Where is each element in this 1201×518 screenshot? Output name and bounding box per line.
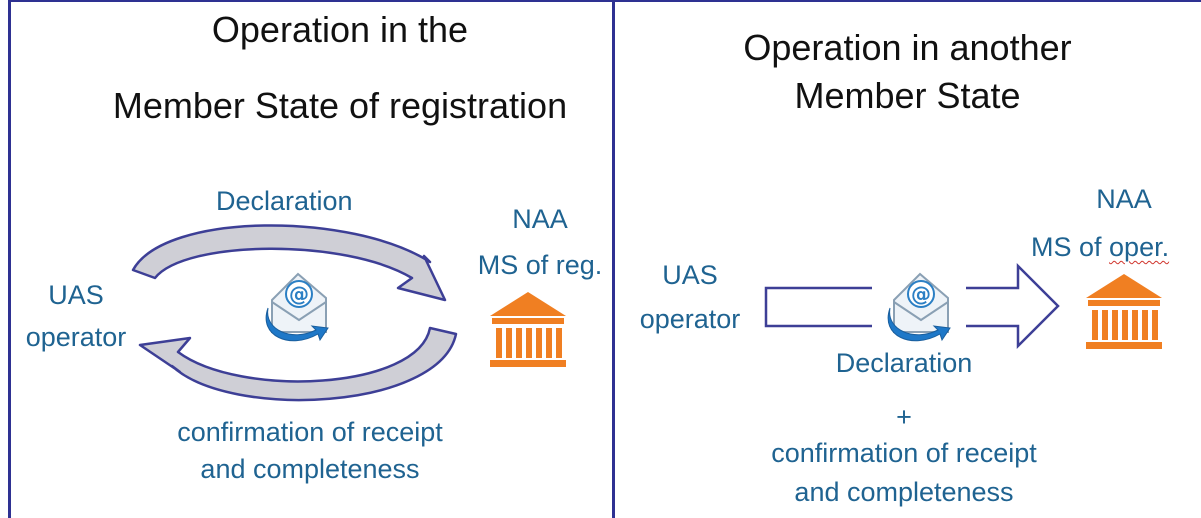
outgoing-bracket-line — [764, 286, 872, 328]
exchange-arrows: @ — [131, 224, 566, 402]
government-building-icon — [490, 292, 566, 367]
right-title-line2: Member State — [794, 75, 1021, 116]
right-plus-sign: + — [896, 402, 912, 432]
left-title-line2: Member State of registration — [112, 85, 568, 126]
left-authority-label-line1: NAA — [512, 204, 568, 234]
panel-divider — [612, 0, 615, 518]
left-operator-label-line2: operator — [25, 322, 127, 352]
right-title-line1: Operation in another — [743, 27, 1072, 68]
declaration-block-arrow — [966, 262, 1060, 350]
right-operator-label-line2: operator — [639, 304, 741, 334]
right-authority-label-line1: NAA — [1096, 184, 1152, 214]
declaration-arrow-art: @ — [764, 262, 1162, 350]
right-declaration-label: Declaration — [835, 348, 973, 378]
right-authority-label-prefix: MS of — [1031, 232, 1110, 262]
left-panel-registration-state: Operation in the Member State of registr… — [25, 12, 603, 484]
frame-top-border — [8, 0, 1201, 2]
right-operator-label-line1: UAS — [662, 260, 718, 290]
svg-text:@: @ — [289, 282, 309, 306]
government-building-icon — [1086, 274, 1162, 349]
right-confirmation-label-line1: confirmation of receipt — [771, 438, 1037, 468]
declaration-curved-arrow — [131, 224, 447, 302]
svg-text:@: @ — [911, 282, 931, 306]
right-authority-label-word: oper. — [1109, 232, 1170, 262]
right-authority-label-line2: MS of oper. — [1031, 234, 1169, 261]
left-declaration-label: Declaration — [216, 186, 353, 216]
left-confirmation-label-line2: and completeness — [200, 454, 420, 484]
right-panel-other-state: Operation in another Member State @ — [614, 0, 1201, 518]
left-title-line1: Operation in the — [211, 9, 469, 50]
left-authority-label-line2: MS of reg. — [477, 250, 603, 280]
left-confirmation-label-line1: confirmation of receipt — [177, 417, 443, 447]
right-confirmation-label-line2: and completeness — [794, 477, 1014, 507]
email-at-icon: @ — [887, 272, 951, 342]
email-at-icon: @ — [265, 272, 329, 342]
frame-left-border — [8, 0, 11, 518]
confirmation-curved-arrow — [138, 326, 458, 402]
left-operator-label-line1: UAS — [48, 280, 104, 310]
